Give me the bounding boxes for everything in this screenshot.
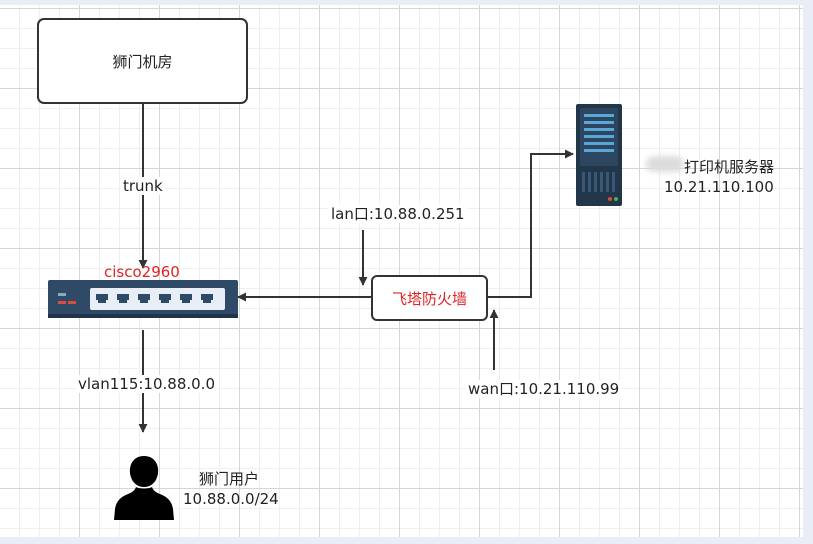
user-icon[interactable] bbox=[114, 454, 174, 520]
user-subnet: 10.88.0.0/24 bbox=[183, 490, 279, 508]
print-server-ip: 10.21.110.100 bbox=[664, 178, 774, 196]
redacted-text bbox=[646, 156, 684, 172]
lan-label: lan口:10.88.0.251 bbox=[329, 205, 467, 223]
server-icon[interactable] bbox=[576, 104, 622, 206]
switch-label: cisco2960 bbox=[104, 263, 180, 281]
wan-label: wan口:10.21.110.99 bbox=[466, 380, 622, 398]
firewall-to-server-line bbox=[488, 149, 574, 298]
machine-room-box[interactable]: 狮门机房 bbox=[37, 18, 248, 104]
switch-icon[interactable] bbox=[48, 280, 238, 318]
print-server-name: 打印机服务器 bbox=[684, 158, 775, 176]
firewall-box[interactable]: 飞塔防火墙 bbox=[371, 275, 488, 321]
firewall-label: 飞塔防火墙 bbox=[391, 289, 467, 308]
trunk-label: trunk bbox=[121, 177, 165, 195]
user-name: 狮门用户 bbox=[199, 470, 260, 488]
vlan-label: vlan115:10.88.0.0 bbox=[76, 375, 217, 393]
machine-room-label: 狮门机房 bbox=[112, 52, 173, 71]
